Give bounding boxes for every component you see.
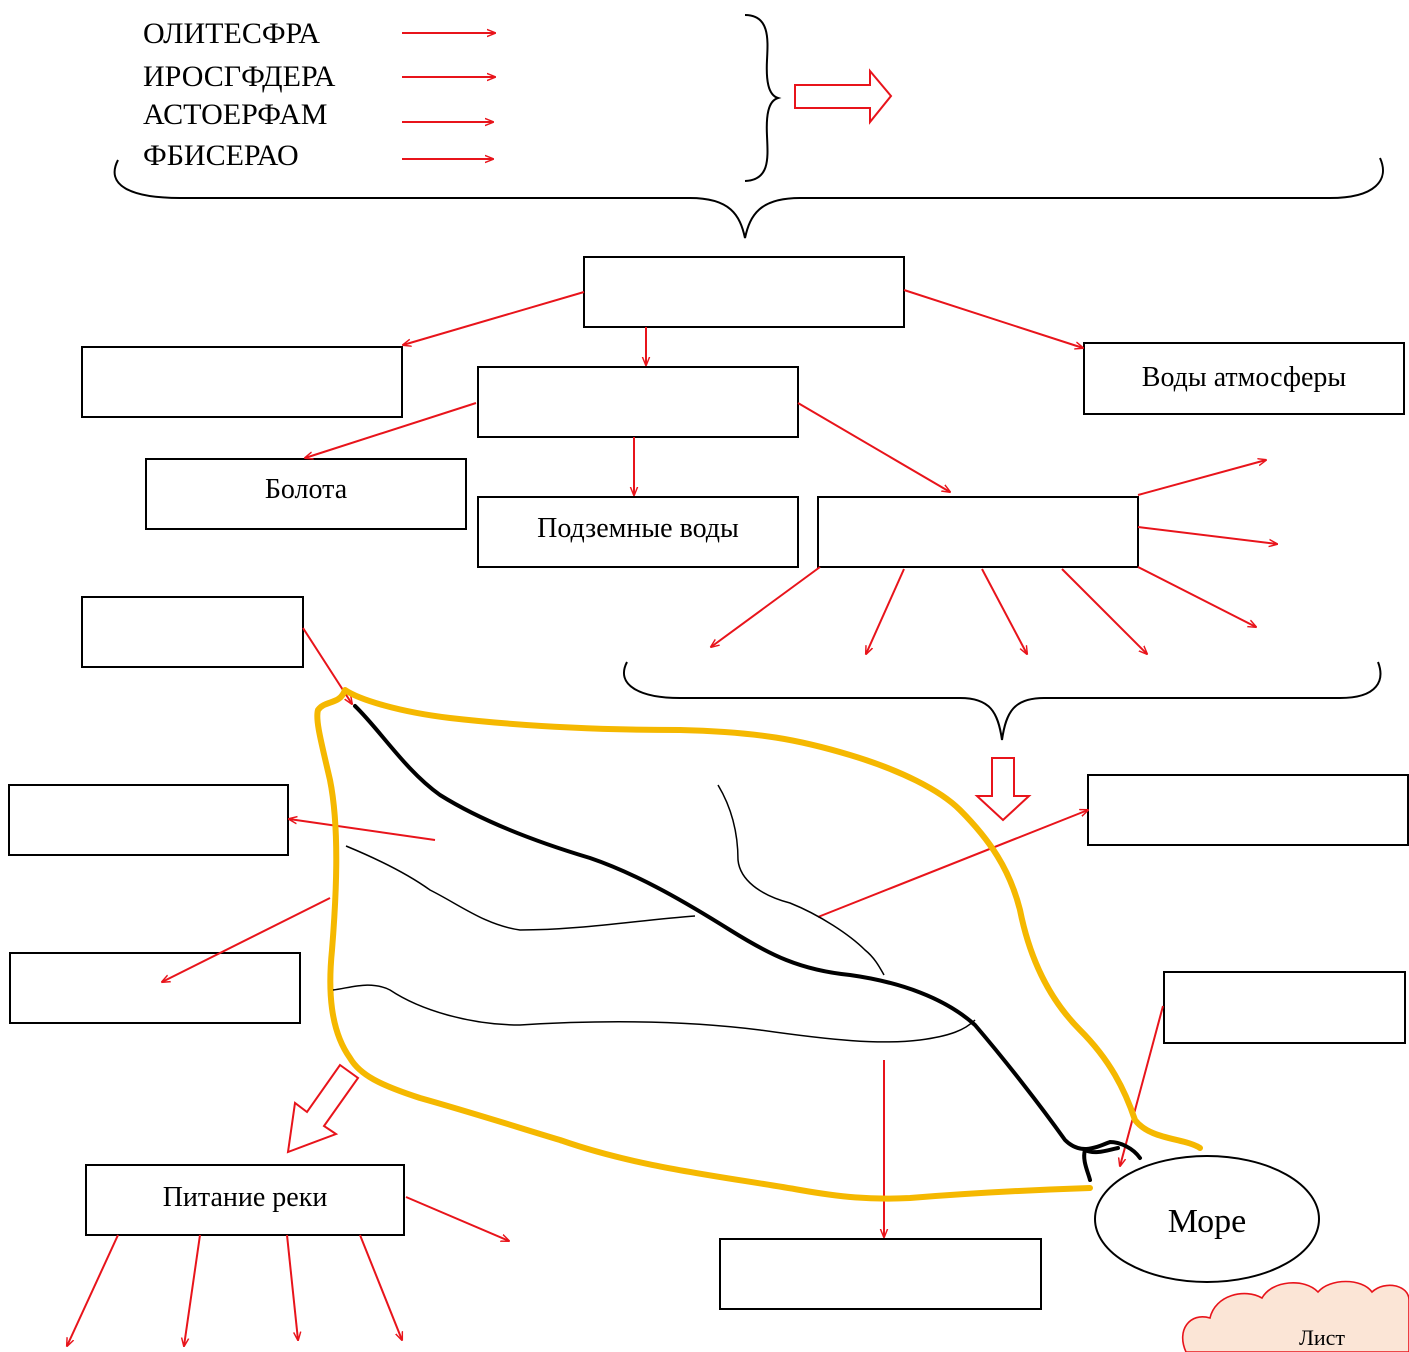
box-right-low[interactable]: [1163, 971, 1406, 1044]
anagram-4: ФБИСЕРАО: [143, 139, 299, 172]
cloud-label: Лист: [1299, 1325, 1345, 1350]
tributary-upper-right: [717, 784, 885, 976]
arrow-rivers-d3: [981, 568, 1027, 654]
box-rivers[interactable]: [817, 496, 1139, 568]
anagram-3: АСТОЕРФАМ: [143, 98, 327, 131]
arrow-feeding-d2: [184, 1234, 201, 1346]
arrow-feeding-d3: [286, 1234, 298, 1340]
box-swamps[interactable]: [145, 458, 467, 530]
river-basin-outline: [314, 687, 1203, 1202]
arrow-land-rivers: [797, 402, 950, 492]
arrow-feeding-d1: [67, 1234, 119, 1346]
hollow-arrow-right: [794, 68, 893, 125]
arrow-rivers-d4: [1061, 568, 1147, 654]
arrow-rivers-r3: [1137, 566, 1256, 627]
hollow-arrow-down: [974, 757, 1032, 822]
sea-label: Море: [1168, 1203, 1246, 1240]
river-mouth-branch: [1082, 1146, 1120, 1182]
arrow-main-left: [403, 291, 585, 345]
box-source[interactable]: [81, 596, 304, 668]
box-hydrosphere-main[interactable]: [583, 256, 905, 328]
box-groundwater[interactable]: [477, 496, 799, 568]
arrow-rivers-r1: [1137, 460, 1266, 496]
box-land-waters[interactable]: [477, 366, 799, 438]
arrow-left-low: [162, 897, 331, 982]
atmosphere-waters-label: Воды атмосферы: [1142, 362, 1347, 393]
arrow-rivers-d2: [866, 568, 905, 654]
arrow-rivers-r2: [1137, 526, 1277, 544]
arrow-rivers-d1: [711, 566, 821, 647]
cloud-shape: [1181, 1280, 1409, 1352]
anagram-2: ИРОСГФДЕРА: [143, 60, 336, 93]
arrow-right-mid: [817, 810, 1088, 918]
arrow-land-swamps: [305, 402, 477, 458]
lower-horizontal-brace: [623, 661, 1382, 741]
anagram-right-brace: [744, 14, 782, 182]
arrow-feeding-right: [405, 1196, 509, 1241]
arrow-left-mid: [289, 819, 436, 841]
sea-ellipse[interactable]: [1094, 1155, 1320, 1283]
groundwater-label: Подземные воды: [537, 513, 739, 544]
main-river: [353, 704, 1142, 1160]
box-atmosphere-waters[interactable]: [1083, 342, 1405, 415]
box-mouth-bottom[interactable]: [719, 1238, 1042, 1310]
tributary-upper-left: [345, 845, 696, 931]
tributary-lower: [332, 984, 976, 1043]
arrow-right-low: [1120, 1005, 1164, 1166]
river-feeding-label: Питание реки: [163, 1182, 328, 1213]
swamps-label: Болота: [265, 474, 348, 505]
box-right-mid[interactable]: [1087, 774, 1409, 846]
box-left-low[interactable]: [9, 952, 301, 1024]
arrow-main-right: [903, 289, 1083, 348]
box-left-top[interactable]: [81, 346, 403, 418]
box-left-mid[interactable]: [8, 784, 289, 856]
box-river-feeding[interactable]: [85, 1164, 405, 1236]
top-horizontal-brace: [113, 157, 1384, 239]
hollow-arrow-diagonal: [286, 1063, 360, 1154]
arrow-feeding-d4: [359, 1234, 402, 1340]
anagram-1: ОЛИТЕСФРА: [143, 17, 320, 50]
